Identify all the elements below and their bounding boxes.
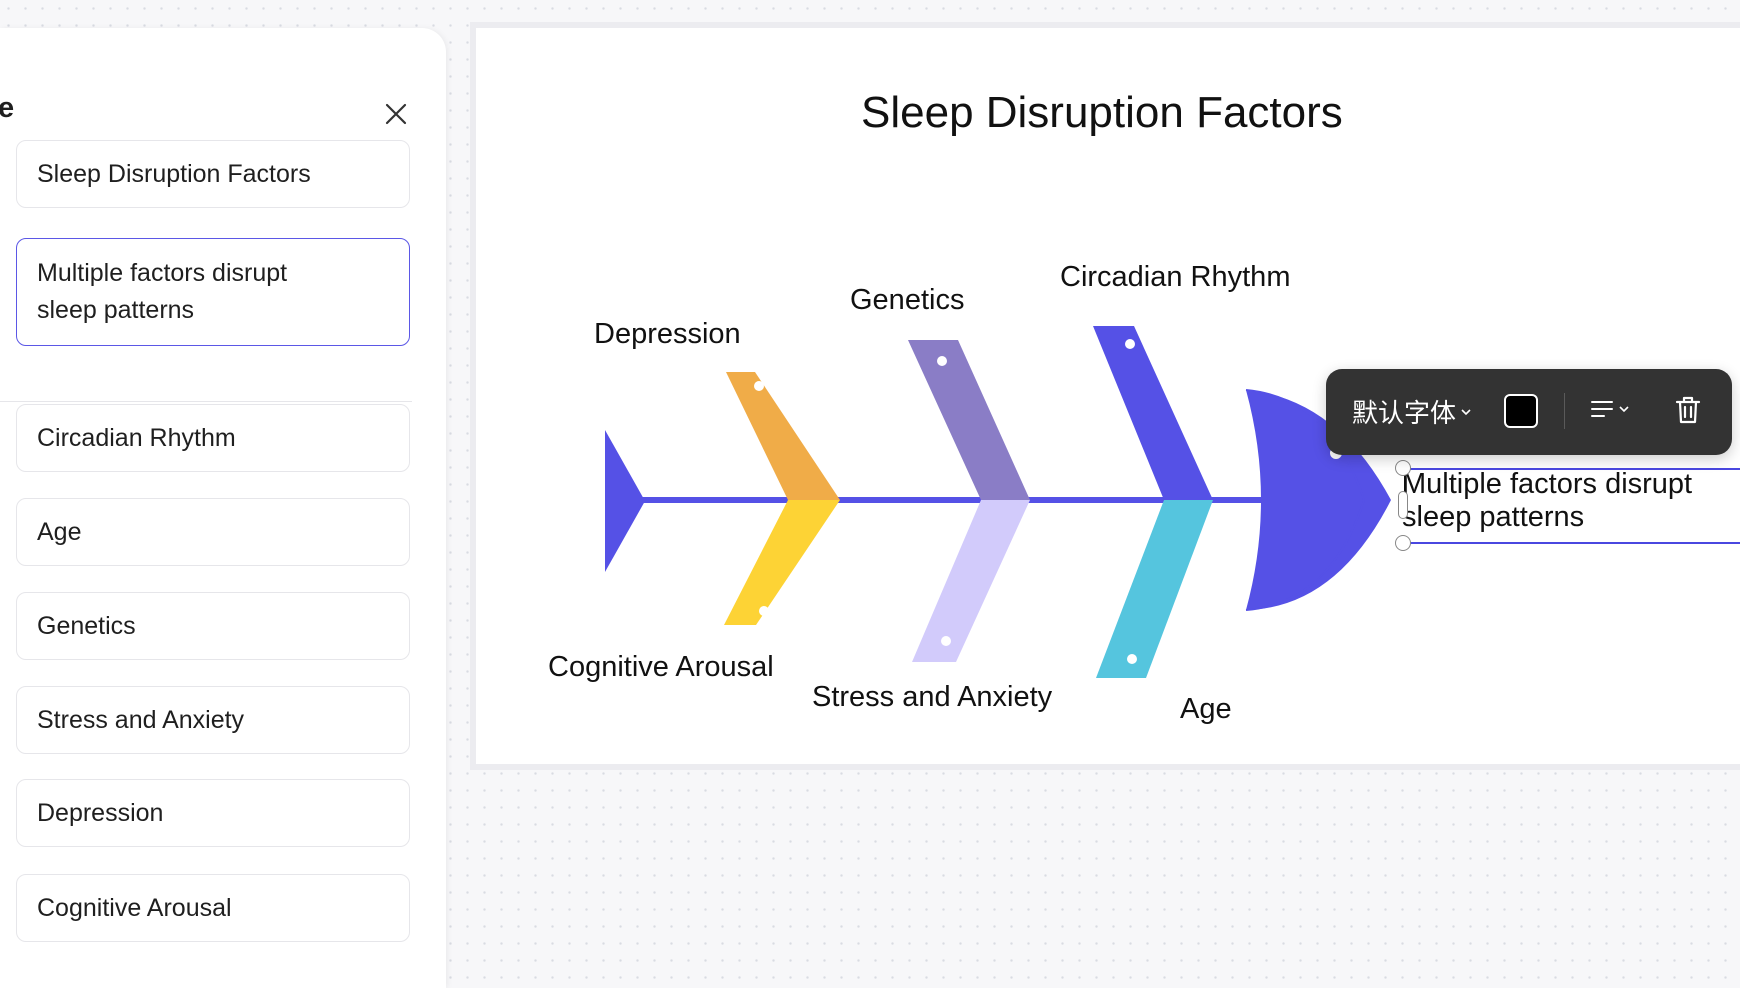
text-color-swatch[interactable] (1504, 394, 1538, 428)
resize-handle-middle[interactable] (1398, 491, 1408, 519)
cause-label-stress[interactable]: Stress and Anxiety (812, 681, 1053, 713)
panel-title: e (0, 92, 15, 124)
close-button[interactable] (380, 98, 412, 130)
toolbar-separator (1564, 393, 1565, 429)
bone-stress (912, 500, 1030, 662)
text-format-toolbar: 默认字体 (1326, 369, 1732, 455)
chevron-down-icon (1461, 408, 1471, 415)
head-field[interactable]: Multiple factors disrupt sleep patterns (16, 238, 410, 346)
diagram-title-field[interactable]: Sleep Disruption Factors (16, 140, 410, 208)
cause-label-age[interactable]: Age (1180, 693, 1232, 725)
selection-border-top (1403, 468, 1740, 470)
text-align-dropdown[interactable] (1590, 397, 1630, 421)
close-icon (385, 103, 407, 125)
cause-field-depression[interactable]: Depression (16, 779, 410, 847)
fish-tail (605, 430, 645, 572)
align-left-icon (1591, 401, 1613, 417)
delete-button[interactable] (1674, 395, 1702, 430)
editor-panel: e Sleep Disruption Factors Multiple fact… (0, 28, 446, 988)
diagram-title[interactable]: Sleep Disruption Factors (861, 88, 1343, 137)
selection-border-bottom (1403, 542, 1740, 544)
chevron-down-icon (1619, 406, 1629, 413)
fish-spine (636, 497, 1276, 503)
head-text-line1: Multiple factors disrupt (1402, 468, 1693, 500)
cause-label-depression[interactable]: Depression (594, 318, 741, 350)
cause-field-cognitive[interactable]: Cognitive Arousal (16, 874, 410, 942)
bone-age (1096, 500, 1213, 678)
cause-field-genetics[interactable]: Genetics (16, 592, 410, 660)
cause-field-circadian[interactable]: Circadian Rhythm (16, 404, 410, 472)
fish-head (1246, 390, 1391, 610)
cause-field-age[interactable]: Age (16, 498, 410, 566)
bone-genetics (908, 340, 1030, 500)
cause-label-cognitive[interactable]: Cognitive Arousal (548, 651, 774, 683)
trash-icon (1675, 396, 1701, 424)
cause-label-genetics[interactable]: Genetics (850, 284, 965, 316)
bone-depression (726, 372, 840, 500)
head-text-box[interactable]: Multiple factors disrupt sleep patterns (1402, 468, 1732, 534)
head-text-line2: sleep patterns (1402, 501, 1585, 533)
bone-cognitive (724, 500, 840, 625)
cause-label-circadian[interactable]: Circadian Rhythm (1060, 261, 1291, 293)
resize-handle-bottom[interactable] (1395, 535, 1411, 551)
font-family-label: 默认字体 (1352, 399, 1457, 429)
resize-handle-top[interactable] (1395, 460, 1411, 476)
font-family-dropdown[interactable]: 默认字体 (1352, 393, 1472, 430)
fishbone-diagram (605, 326, 1391, 678)
bone-circadian (1093, 326, 1213, 500)
divider (0, 401, 412, 402)
cause-field-stress[interactable]: Stress and Anxiety (16, 686, 410, 754)
